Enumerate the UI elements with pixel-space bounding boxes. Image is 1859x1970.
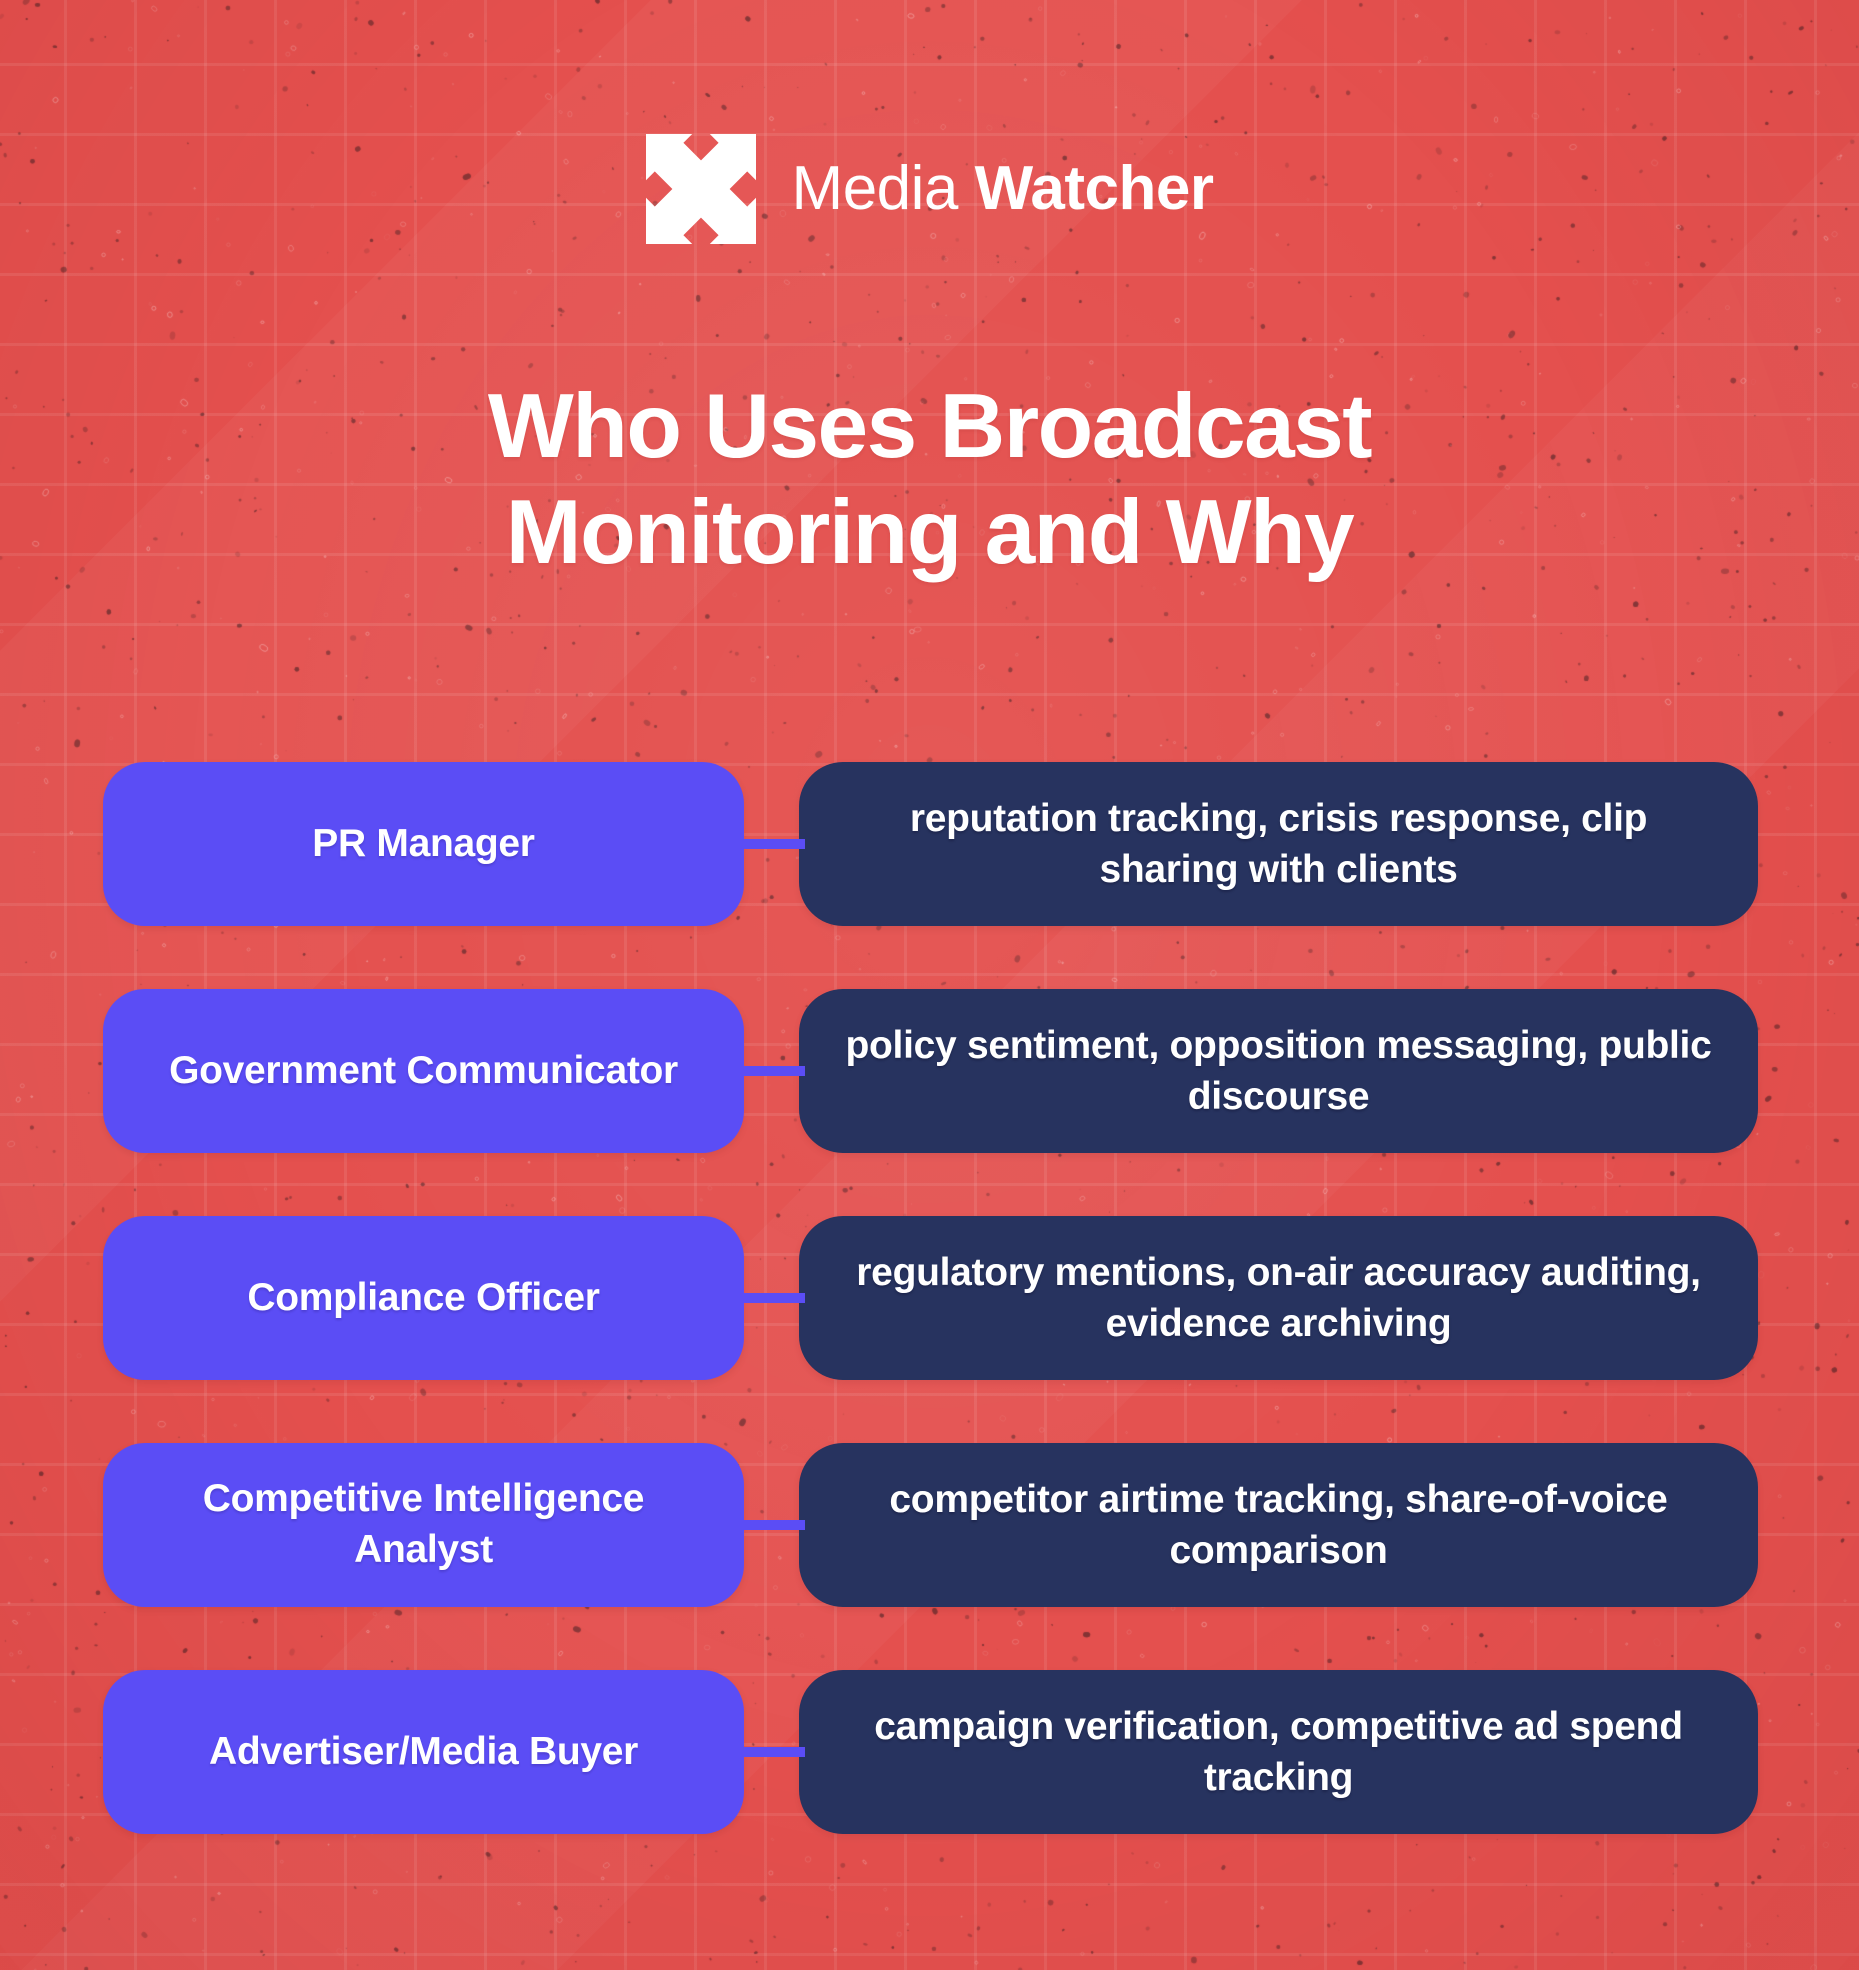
table-row: PR Manager reputation tracking, crisis r… bbox=[103, 762, 1758, 926]
table-row: Competitive Intelligence Analyst competi… bbox=[103, 1443, 1758, 1607]
row-connector bbox=[738, 1216, 805, 1380]
persona-rows: PR Manager reputation tracking, crisis r… bbox=[103, 762, 1758, 1834]
page-title-line-1: Who Uses Broadcast bbox=[487, 376, 1373, 477]
brand-name-bold: Watcher bbox=[974, 154, 1214, 223]
brand-header: Media Watcher bbox=[0, 134, 1859, 244]
why-box: competitor airtime tracking, share-of-vo… bbox=[799, 1443, 1758, 1607]
table-row: Compliance Officer regulatory mentions, … bbox=[103, 1216, 1758, 1380]
why-box: policy sentiment, opposition messaging, … bbox=[799, 989, 1758, 1153]
why-label: competitor airtime tracking, share-of-vo… bbox=[889, 1477, 1668, 1572]
why-label: reputation tracking, crisis response, cl… bbox=[909, 796, 1648, 891]
role-box: Government Communicator bbox=[103, 989, 744, 1153]
role-box: PR Manager bbox=[103, 762, 744, 926]
role-label: Government Communicator bbox=[169, 1048, 678, 1092]
why-box: reputation tracking, crisis response, cl… bbox=[799, 762, 1758, 926]
why-label: policy sentiment, opposition messaging, … bbox=[845, 1023, 1712, 1118]
role-label: Competitive Intelligence Analyst bbox=[202, 1477, 645, 1571]
row-connector bbox=[738, 762, 805, 926]
role-box: Competitive Intelligence Analyst bbox=[103, 1443, 744, 1607]
row-connector bbox=[738, 1670, 805, 1834]
role-box: Advertiser/Media Buyer bbox=[103, 1670, 744, 1834]
role-label: PR Manager bbox=[312, 821, 535, 865]
table-row: Advertiser/Media Buyer campaign verifica… bbox=[103, 1670, 1758, 1834]
page-title: Who Uses Broadcast Monitoring and Why bbox=[0, 374, 1859, 585]
row-connector bbox=[738, 989, 805, 1153]
why-label: campaign verification, competitive ad sp… bbox=[874, 1704, 1683, 1799]
why-box: regulatory mentions, on-air accuracy aud… bbox=[799, 1216, 1758, 1380]
role-box: Compliance Officer bbox=[103, 1216, 744, 1380]
brand-name: Media Watcher bbox=[792, 158, 1214, 220]
four-way-arrows-x-icon bbox=[645, 134, 756, 244]
brand-name-light: Media bbox=[791, 154, 975, 223]
role-label: Compliance Officer bbox=[247, 1275, 600, 1319]
page-title-line-2: Monitoring and Why bbox=[505, 481, 1355, 583]
why-box: campaign verification, competitive ad sp… bbox=[799, 1670, 1758, 1834]
row-connector bbox=[738, 1443, 805, 1607]
why-label: regulatory mentions, on-air accuracy aud… bbox=[856, 1250, 1701, 1345]
role-label: Advertiser/Media Buyer bbox=[208, 1729, 639, 1773]
table-row: Government Communicator policy sentiment… bbox=[103, 989, 1758, 1153]
